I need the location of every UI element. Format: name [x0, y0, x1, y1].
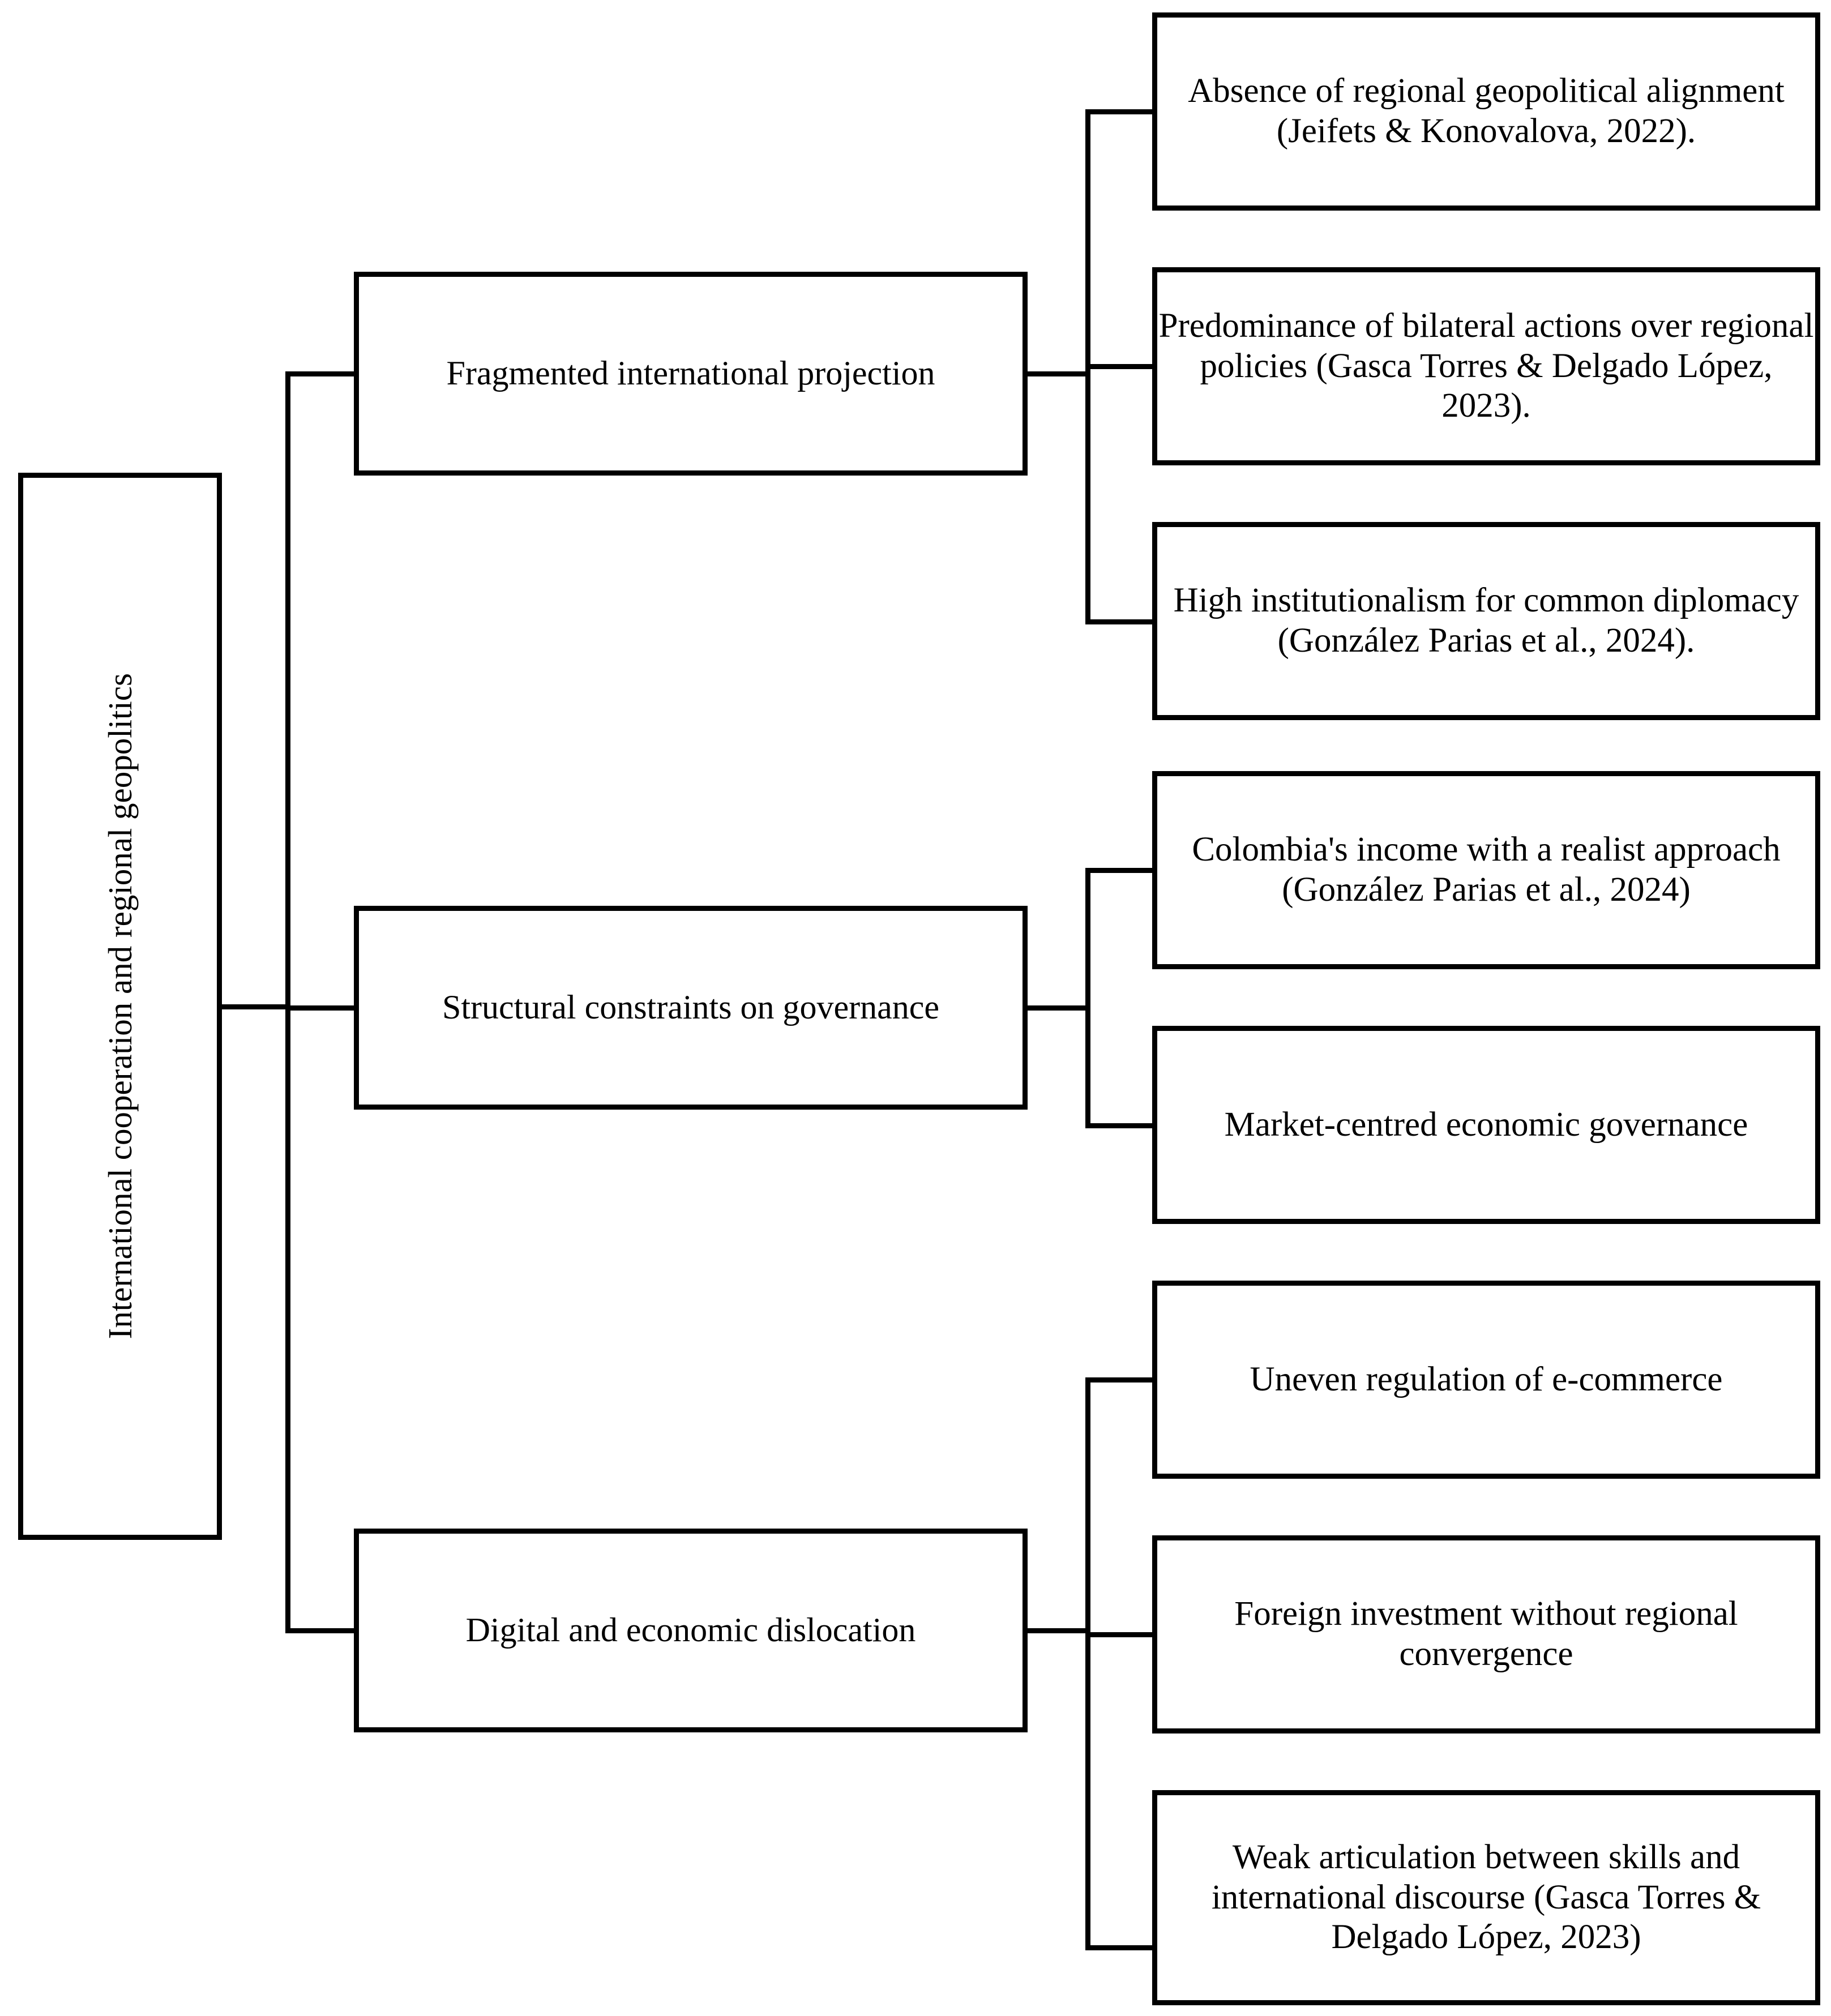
connector-branch-0-leaf-1 — [1085, 364, 1157, 369]
connector-branch-2-bus — [1085, 1377, 1090, 1950]
connector-branch-2-stem — [1023, 1628, 1090, 1633]
connector-bus-to-branch-1 — [285, 1005, 359, 1011]
branch-node-digital-and-economic-dislocation[interactable]: Digital and economic dislocation — [354, 1529, 1028, 1732]
connector-bus-to-branch-0 — [285, 371, 359, 376]
branch-node-label: Digital and economic dislocation — [465, 1611, 916, 1649]
leaf-node-label: Colombia's income with a realist approac… — [1192, 831, 1781, 909]
leaf-node-label: High institutionalism for common diploma… — [1173, 581, 1799, 660]
connector-branch-2-leaf-1 — [1085, 1632, 1157, 1637]
branch-node-label: Fragmented international projection — [446, 354, 935, 392]
connector-branch-1-leaf-0 — [1085, 868, 1157, 873]
leaf-node-high-institutionalism-for-common-diplomacy[interactable]: High institutionalism for common diploma… — [1152, 522, 1820, 720]
root-node-label: International cooperation and regional g… — [101, 673, 139, 1339]
leaf-node-predominance-of-bilateral-actions[interactable]: Predominance of bilateral actions over r… — [1152, 267, 1820, 465]
connector-branch-2-leaf-2 — [1085, 1945, 1157, 1950]
branch-node-fragmented-international-projection[interactable]: Fragmented international projection — [354, 272, 1028, 476]
connector-root-to-bus — [222, 1004, 290, 1009]
leaf-node-label: Absence of regional geopolitical alignme… — [1188, 72, 1785, 150]
leaf-node-absence-of-regional-geopolitical-alignment[interactable]: Absence of regional geopolitical alignme… — [1152, 12, 1820, 211]
connector-bus-to-branch-2 — [285, 1628, 359, 1633]
connector-branch-1-leaf-1 — [1085, 1123, 1157, 1128]
leaf-node-market-centred-economic-governance[interactable]: Market-centred economic governance — [1152, 1026, 1820, 1224]
connector-branch-1-bus — [1085, 868, 1090, 1128]
connector-branch-2-leaf-0 — [1085, 1377, 1157, 1382]
connector-branch-0-leaf-2 — [1085, 619, 1157, 624]
leaf-node-label: Foreign investment without regional conv… — [1234, 1595, 1738, 1673]
connector-branch-1-stem — [1023, 1005, 1090, 1011]
connector-branch-0-stem — [1023, 371, 1090, 376]
root-node[interactable]: International cooperation and regional g… — [18, 473, 222, 1540]
leaf-node-label: Market-centred economic governance — [1224, 1105, 1748, 1144]
leaf-node-uneven-regulation-of-e-commerce[interactable]: Uneven regulation of e-commerce — [1152, 1281, 1820, 1479]
leaf-node-foreign-investment-without-regional-convergence[interactable]: Foreign investment without regional conv… — [1152, 1535, 1820, 1733]
leaf-node-label: Weak articulation between skills and int… — [1211, 1838, 1761, 1957]
leaf-node-label: Predominance of bilateral actions over r… — [1158, 306, 1814, 425]
leaf-node-label: Uneven regulation of e-commerce — [1250, 1360, 1723, 1398]
branch-node-label: Structural constraints on governance — [442, 988, 940, 1026]
branch-node-structural-constraints-on-governance[interactable]: Structural constraints on governance — [354, 906, 1028, 1110]
connector-level1-bus — [285, 371, 290, 1633]
connector-branch-0-leaf-0 — [1085, 109, 1157, 114]
leaf-node-weak-articulation-between-skills-and-international-discourse[interactable]: Weak articulation between skills and int… — [1152, 1790, 1820, 2005]
leaf-node-colombias-income-with-a-realist-approach[interactable]: Colombia's income with a realist approac… — [1152, 771, 1820, 969]
